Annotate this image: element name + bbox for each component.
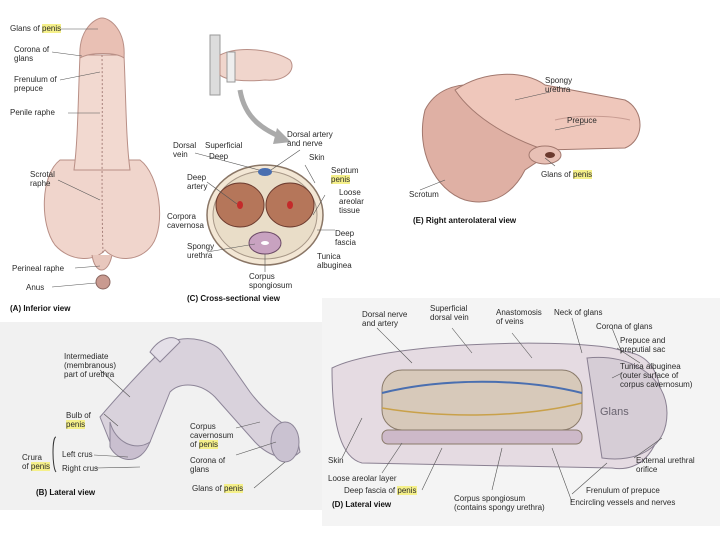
label-prepuce-e: Prepuce <box>567 116 597 125</box>
caption-panel-a: (A) Inferior view <box>10 304 70 313</box>
label-left-crus: Left crus <box>62 450 93 459</box>
label-intermediate-urethra: Intermediate (membranous) part of urethr… <box>64 352 116 379</box>
label-spongy-urethra: Spongy urethra <box>187 242 214 260</box>
label-deep-fascia: Deep fascia <box>335 229 356 247</box>
label-scrotum-e: Scrotum <box>409 190 439 199</box>
label-corona-of-glans-d: Corona of glans <box>596 322 652 331</box>
label-glans-word: Glans <box>600 408 629 417</box>
label-penile-raphe: Penile raphe <box>10 108 55 117</box>
label-anus: Anus <box>26 283 44 292</box>
label-spongy-urethra-e: Spongy urethra <box>545 76 572 94</box>
label-superficial: Superficial <box>205 141 242 150</box>
panel-d-lateral-view: Dorsal nerve and artery Superficial dors… <box>322 298 720 526</box>
caption-panel-c: (C) Cross-sectional view <box>187 294 280 303</box>
panel-b-illustration <box>0 322 330 510</box>
caption-panel-d: (D) Lateral view <box>332 500 391 509</box>
label-frenulum-of-prepuce: Frenulum of prepuce <box>14 75 57 93</box>
label-skin-d: Skin <box>328 456 344 465</box>
caption-panel-b: (B) Lateral view <box>36 488 95 497</box>
label-external-urethral-orifice: External urethral orifice <box>636 456 695 474</box>
label-glans-of-penis: Glans of penis <box>10 24 61 33</box>
label-deep-fascia-of-penis: Deep fascia of penis <box>344 486 417 495</box>
label-septum-penis: Septum penis <box>331 166 359 184</box>
label-anastomosis-of-veins: Anastomosis of veins <box>496 308 542 326</box>
label-neck-of-glans: Neck of glans <box>554 308 602 317</box>
label-corona-of-glans: Corona of glans <box>14 45 49 63</box>
panel-b-lateral-view: Intermediate (membranous) part of urethr… <box>0 322 330 510</box>
panel-e-anterolateral-view: Spongy urethra Prepuce Glans of penis Sc… <box>395 30 720 240</box>
label-loose-areolar: Loose areolar tissue <box>339 188 364 215</box>
label-glans-of-penis-e: Glans of penis <box>541 170 592 179</box>
label-perineal-raphe: Perineal raphe <box>12 264 64 273</box>
label-glans-of-penis-b: Glans of penis <box>192 484 243 493</box>
label-bulb-of-penis: Bulb of penis <box>66 411 91 429</box>
label-dorsal-nerve-artery: Dorsal nerve and artery <box>362 310 407 328</box>
label-right-crus: Right crus <box>62 464 98 473</box>
label-loose-areolar-layer: Loose areolar layer <box>328 474 396 483</box>
label-corpus-cavernosum: Corpus cavernosum of penis <box>190 422 234 449</box>
label-crura-of-penis: Crura of penis <box>22 453 50 471</box>
label-corona-of-glans-b: Corona of glans <box>190 456 225 474</box>
panel-a-inferior-view: Glans of penis Corona of glans Frenulum … <box>0 0 190 320</box>
label-deep: Deep <box>209 152 228 161</box>
label-dorsal-artery-nerve: Dorsal artery and nerve <box>287 130 333 148</box>
label-tunica-albuginea: Tunica albuginea <box>317 252 352 270</box>
label-encircling-vessels: Encircling vessels and nerves <box>570 498 675 507</box>
label-corpora-cavernosa: Corpora cavernosa <box>167 212 204 230</box>
label-superficial-dorsal-vein: Superficial dorsal vein <box>430 304 469 322</box>
label-dorsal-vein: Dorsal vein <box>173 141 196 159</box>
label-prepuce-preputial-sac: Prepuce and preputial sac <box>620 336 665 354</box>
label-scrotal-raphe: Scrotal raphe <box>30 170 55 188</box>
panel-e-illustration <box>395 30 720 240</box>
label-tunica-albuginea-d: Tunica albuginea (outer surface of corpu… <box>620 362 692 389</box>
label-deep-artery: Deep artery <box>187 173 207 191</box>
label-skin: Skin <box>309 153 325 162</box>
label-corpus-spongiosum: Corpus spongiosum <box>249 272 292 290</box>
label-frenulum-of-prepuce-d: Frenulum of prepuce <box>586 486 660 495</box>
panel-c-cross-section: Dorsal vein Superficial Deep Dorsal arte… <box>165 20 365 320</box>
label-corpus-spongiosum-d: Corpus spongiosum (contains spongy ureth… <box>454 494 545 512</box>
caption-panel-e: (E) Right anterolateral view <box>413 216 516 225</box>
